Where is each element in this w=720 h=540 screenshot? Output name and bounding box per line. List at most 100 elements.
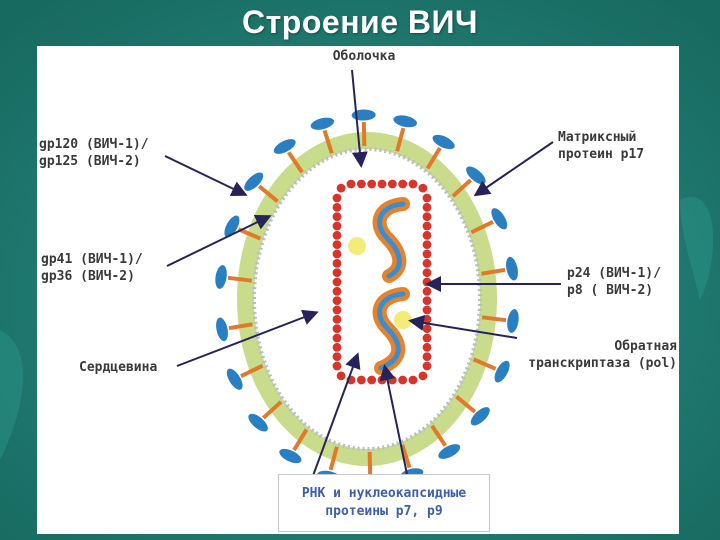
gp120-head (506, 256, 518, 281)
gp41-stalk (240, 363, 264, 378)
gp120-head (226, 368, 243, 390)
capsid-bead (356, 179, 366, 189)
label-rt-line2: транскриптаза (pol) (528, 356, 677, 371)
capsid-bead (422, 240, 432, 250)
gp41-stalk (328, 446, 339, 471)
capsid-bead (332, 324, 342, 334)
rna-label-box: РНК и нуклеокапсидные протеины p7, p9 (278, 474, 490, 532)
gp120-head (470, 407, 490, 426)
capsid (332, 179, 432, 385)
capsid-bead (422, 286, 432, 296)
capsid-bead (422, 361, 432, 371)
capsid-bead (422, 221, 432, 231)
capsid-bead (332, 342, 342, 352)
capsid-bead (332, 193, 342, 203)
rna-strands (372, 197, 410, 375)
capsid-bead (332, 258, 342, 268)
capsid-bead (332, 314, 342, 324)
capsid-bead (332, 202, 342, 212)
gp41-stalk (481, 267, 506, 276)
label-p24-line2: p8 ( ВИЧ-2) (567, 283, 654, 298)
gp120-head (244, 172, 264, 191)
gp120-head (248, 413, 268, 432)
label-rna-line2: протеины p7, p9 (325, 504, 443, 519)
capsid-bead (332, 333, 342, 343)
label-matrix-line1: Матриксный (558, 130, 637, 145)
gp120-head (215, 265, 227, 289)
gp120-head (438, 444, 461, 459)
capsid-bead (332, 296, 342, 306)
label-envelope: Оболочка (332, 49, 396, 64)
label-gp41-line2: gp36 (ВИЧ-2) (41, 269, 135, 284)
capsid-bead (332, 286, 342, 296)
capsid-bead (332, 305, 342, 315)
gp120-head (507, 309, 519, 333)
capsid-bead (332, 352, 342, 362)
label-gp120-line1: gp120 (ВИЧ-1)/ (39, 137, 149, 152)
capsid-bead (398, 375, 408, 385)
gp41-stalk (481, 315, 507, 323)
gp41-stalk (430, 424, 448, 447)
capsid-bead (422, 305, 432, 315)
capsid-bead (336, 183, 346, 193)
gp120-head (393, 115, 417, 128)
capsid-bead (422, 352, 432, 362)
capsid-bead (387, 375, 397, 385)
reverse-transcriptase-enzyme (348, 237, 366, 255)
gp41-stalk (451, 178, 473, 198)
capsid-bead (356, 375, 366, 385)
capsid-bead (332, 221, 342, 231)
capsid-bead (398, 179, 408, 189)
gp41-stalk (322, 129, 334, 154)
gp120-head (466, 166, 486, 185)
gp120-head (432, 134, 455, 150)
capsid-bead (332, 277, 342, 287)
gp41-stalk (367, 451, 373, 476)
reverse-transcriptase-enzyme (394, 311, 412, 329)
gp41-stalk (361, 122, 367, 147)
capsid-bead (367, 375, 377, 385)
capsid-bead (422, 324, 432, 334)
capsid-bead (422, 296, 432, 306)
capsid-bead (332, 212, 342, 222)
label-core: Сердцевина (79, 360, 158, 375)
capsid-bead (422, 342, 432, 352)
capsid-bead (332, 230, 342, 240)
capsid-bead (418, 183, 428, 193)
capsid-bead (422, 277, 432, 287)
capsid-bead (408, 179, 418, 189)
gp120-head (216, 317, 228, 342)
gp41-stalk (400, 444, 412, 469)
capsid-bead (332, 361, 342, 371)
envelope-inner-edge (252, 147, 482, 451)
gp41-stalk (237, 227, 262, 241)
gp120-head (494, 360, 510, 383)
label-rt-line1: Обратная (614, 339, 677, 354)
capsid-bead (422, 333, 432, 343)
gp120-head (491, 208, 508, 230)
gp41-stalk (228, 322, 253, 331)
gp120-head (351, 109, 376, 121)
capsid-bead (422, 249, 432, 259)
capsid-bead (408, 375, 418, 385)
gp120-head (273, 139, 296, 154)
capsid-bead (377, 375, 387, 385)
capsid-bead (346, 179, 356, 189)
capsid-bead (422, 230, 432, 240)
gp41-stalk (395, 127, 406, 152)
label-p24-line1: p24 (ВИЧ-1)/ (567, 266, 661, 281)
label-gp41-line1: gp41 (ВИЧ-1)/ (41, 252, 143, 267)
gp41-stalk (227, 275, 253, 283)
capsid-bead (377, 179, 387, 189)
capsid-bead (422, 258, 432, 268)
diagram-panel: Оболочка gp120 (ВИЧ-1)/ gp125 (ВИЧ-2) gp… (37, 46, 679, 534)
capsid-bead (422, 202, 432, 212)
capsid-bead (422, 268, 432, 278)
gp41-stalk (261, 400, 283, 420)
gp41-stalk (292, 428, 309, 452)
gp120-head (310, 117, 335, 130)
capsid-bead (336, 371, 346, 381)
label-matrix-line2: протеин p17 (558, 147, 645, 162)
capsid-bead (367, 179, 377, 189)
gp120-head (279, 448, 302, 464)
